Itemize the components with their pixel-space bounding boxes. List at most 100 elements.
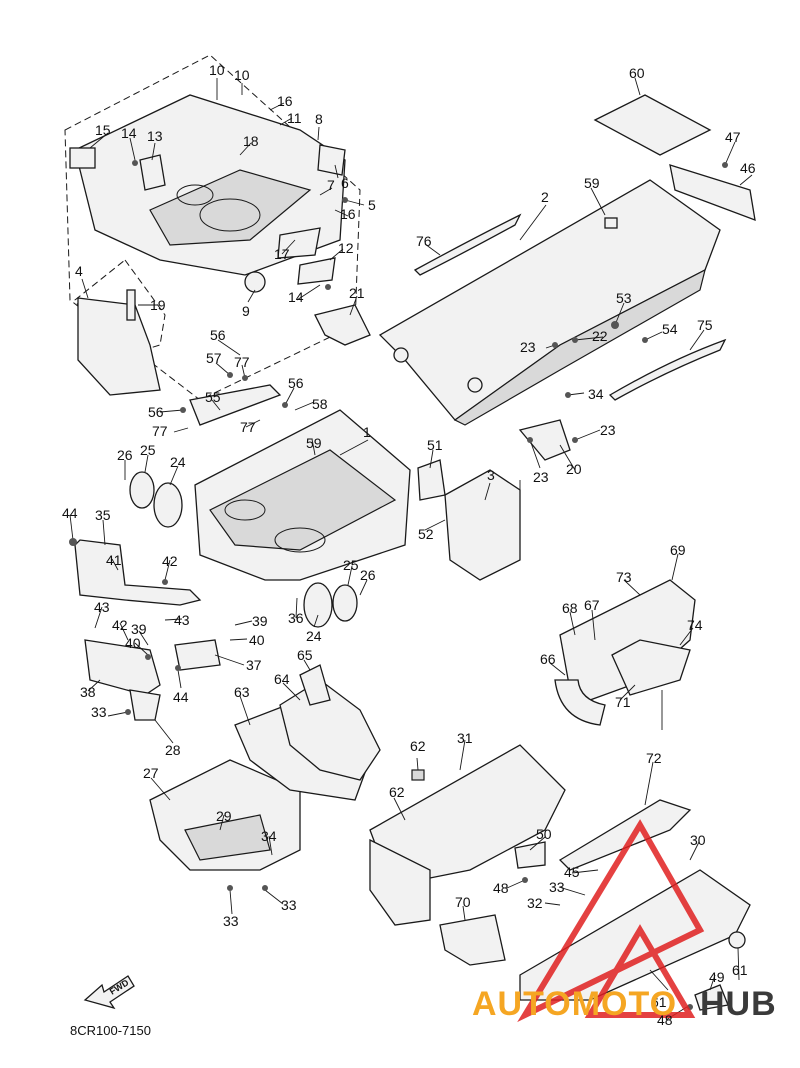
callout-38: 38 xyxy=(80,684,96,700)
part-75 xyxy=(608,338,727,401)
callout-40a: 40 xyxy=(249,632,265,648)
callout-30: 30 xyxy=(690,832,706,848)
part-50 xyxy=(514,841,546,869)
callout-77c: 77 xyxy=(152,423,168,439)
callout-56b: 56 xyxy=(288,375,304,391)
callout-43b: 43 xyxy=(174,612,190,628)
callout-61a: 61 xyxy=(651,994,667,1010)
callout-31: 31 xyxy=(457,730,473,746)
callout-71: 71 xyxy=(615,694,631,710)
callout-73: 73 xyxy=(616,569,632,585)
callout-75: 75 xyxy=(697,317,713,333)
bumper-assembly xyxy=(74,539,221,721)
panel-66 xyxy=(554,679,606,726)
part-21 xyxy=(314,304,371,346)
callout-57: 57 xyxy=(206,350,222,366)
part-19 xyxy=(126,289,136,321)
callout-11: 11 xyxy=(287,110,302,126)
callout-28: 28 xyxy=(165,742,181,758)
callout-10b: 10 xyxy=(234,67,250,83)
panel-29 xyxy=(184,814,271,861)
callout-16a: 16 xyxy=(277,93,293,109)
callout-27: 27 xyxy=(143,765,159,781)
callout-48a: 48 xyxy=(493,880,509,896)
callout-33a: 33 xyxy=(91,704,107,720)
callout-34a: 34 xyxy=(261,828,277,844)
callout-39a: 39 xyxy=(252,613,268,629)
callout-42b: 42 xyxy=(112,617,128,633)
callout-67: 67 xyxy=(584,597,600,613)
tunnel-assembly xyxy=(378,94,756,461)
callout-48b: 48 xyxy=(657,1012,673,1028)
bracket-38 xyxy=(84,639,161,696)
callout-2: 2 xyxy=(541,189,549,205)
callout-74: 74 xyxy=(687,617,703,633)
callout-29: 29 xyxy=(216,808,232,824)
callout-26a: 26 xyxy=(117,447,133,463)
callout-1: 1 xyxy=(363,424,371,440)
chassis-floor xyxy=(209,449,397,551)
callout-17: 17 xyxy=(274,246,290,262)
callout-7: 7 xyxy=(327,177,335,193)
callout-15: 15 xyxy=(95,122,111,138)
callout-43a: 43 xyxy=(94,599,110,615)
callout-20: 20 xyxy=(566,461,582,477)
diagram-code: 8CR100-7150 xyxy=(70,1023,151,1038)
callout-14a: 14 xyxy=(121,125,137,141)
callout-6: 6 xyxy=(341,175,349,191)
callout-16b: 16 xyxy=(340,206,356,222)
panel-72 xyxy=(558,799,692,871)
panel-31-front xyxy=(369,838,431,926)
callout-64: 64 xyxy=(274,671,290,687)
part-3 xyxy=(444,469,521,581)
callout-60: 60 xyxy=(629,65,645,81)
tunnel-side xyxy=(453,268,706,426)
callout-46: 46 xyxy=(740,160,756,176)
callout-4: 4 xyxy=(75,263,83,279)
callout-35: 35 xyxy=(95,507,111,523)
steering-frame-inner xyxy=(149,169,312,246)
callout-59a: 59 xyxy=(584,175,600,191)
part-20 xyxy=(518,419,571,461)
callout-47: 47 xyxy=(725,129,741,145)
callout-52: 52 xyxy=(418,526,434,542)
callout-23a: 23 xyxy=(520,339,536,355)
callout-63: 63 xyxy=(234,684,250,700)
callout-8: 8 xyxy=(315,111,323,127)
callout-23c: 23 xyxy=(600,422,616,438)
bracket-37 xyxy=(174,639,221,671)
bumper-35 xyxy=(74,539,202,606)
part-60 xyxy=(593,94,712,156)
chassis-assembly xyxy=(129,384,521,628)
callout-76: 76 xyxy=(416,233,432,249)
boot-24 xyxy=(153,482,183,528)
panel-64 xyxy=(279,679,381,781)
callout-56a: 56 xyxy=(210,327,226,343)
callout-25a: 25 xyxy=(140,442,156,458)
callout-51: 51 xyxy=(427,437,443,453)
callout-50: 50 xyxy=(536,826,552,842)
callout-77b: 77 xyxy=(240,419,256,435)
callout-23b: 23 xyxy=(533,469,549,485)
watermark-logo xyxy=(517,819,705,1023)
callout-69: 69 xyxy=(670,542,686,558)
bracket-15 xyxy=(69,147,96,169)
watermark-text-hub: HUB xyxy=(700,985,777,1023)
callout-32: 32 xyxy=(527,895,543,911)
boot-24-right xyxy=(303,582,333,628)
callout-33c: 33 xyxy=(281,897,297,913)
callout-22: 22 xyxy=(592,328,608,344)
callout-44b: 44 xyxy=(173,689,189,705)
callout-61b: 61 xyxy=(732,962,748,978)
callout-37: 37 xyxy=(246,657,262,673)
callout-62b: 62 xyxy=(389,784,405,800)
callout-19: 19 xyxy=(150,297,166,313)
callout-10a: 10 xyxy=(209,62,225,78)
part-76 xyxy=(413,213,522,276)
bracket-13 xyxy=(139,154,166,191)
callout-45: 45 xyxy=(564,864,580,880)
callout-39b: 39 xyxy=(131,621,147,637)
lower-center-panel xyxy=(369,744,566,926)
